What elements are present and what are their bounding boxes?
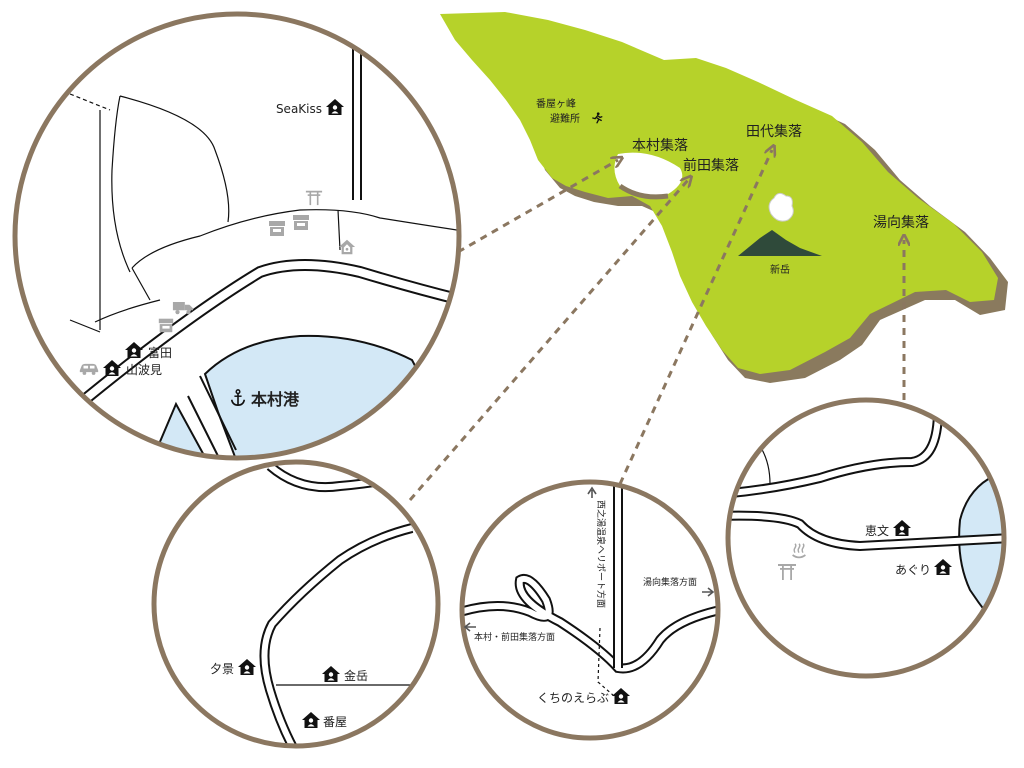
label-keibun[interactable]: 恵文 [865, 523, 889, 538]
shop-icon-3 [158, 318, 174, 333]
thin-roads [69, 95, 459, 333]
label-shelter-line2: 避難所 [550, 112, 580, 125]
leader-maeda [408, 180, 688, 501]
label-tomita[interactable]: 富田 [148, 345, 172, 360]
leader-heliport [618, 150, 772, 485]
island-map: 新岳 番屋ヶ峰 避難所 本村集落 前田集落 田代集落 湯向集落 [440, 12, 1008, 383]
yumuki-main-road-inner [728, 512, 1004, 550]
shop-icon-2 [293, 215, 309, 230]
circle-yumuki: 恵文 あぐり [725, 397, 1007, 679]
circle-heliport: 西之湯温泉ヘリポート方面 湯向集落方面 本村・前田集落方面 くちのえらぶ [459, 479, 721, 741]
island-land [440, 12, 998, 374]
label-village-yumuki[interactable]: 湯向集落 [873, 214, 929, 231]
label-banya[interactable]: 番屋 [323, 715, 347, 729]
arrow-up-icon [587, 486, 597, 498]
maeda-main-road-inner [261, 525, 413, 746]
label-kanedake[interactable]: 金岳 [344, 668, 368, 683]
island-bay [614, 152, 683, 195]
main-road-inner [57, 261, 459, 424]
heliport-road-inner [462, 576, 718, 672]
label-shelter-line1: 番屋ヶ峰 [536, 98, 576, 110]
label-yukage[interactable]: 夕景 [210, 662, 234, 676]
honmura-harbor-water [203, 334, 459, 458]
label-yamahami[interactable]: 山波見 [126, 363, 162, 377]
dashed-path [69, 93, 111, 111]
arrow-left-icon [463, 622, 476, 632]
label-direction-heliport[interactable]: 西之湯温泉ヘリポート方面 [595, 500, 607, 608]
label-port[interactable]: 本村港 [251, 390, 300, 409]
label-mountain: 新岳 [770, 263, 790, 276]
leader-honmura [457, 160, 618, 254]
port-road [187, 375, 237, 457]
label-village-honmura[interactable]: 本村集落 [632, 137, 688, 154]
label-direction-honmura-maeda[interactable]: 本村・前田集落方面 [474, 631, 555, 643]
label-kuchinoerabu[interactable]: くちのえらぶ [537, 691, 609, 705]
yumuki-top-road-inner [728, 409, 941, 497]
volcano-smoke [768, 192, 794, 222]
circle-maeda: 夕景 金岳 番屋 [151, 459, 441, 749]
label-village-tashiro[interactable]: 田代集落 [746, 123, 802, 140]
label-direction-yumuki[interactable]: 湯向集落方面 [643, 576, 697, 588]
label-village-maeda[interactable]: 前田集落 [683, 157, 739, 174]
label-seakiss[interactable]: SeaKiss [276, 102, 322, 116]
label-aguri[interactable]: あぐり [895, 563, 931, 577]
mountain-shinedake [738, 230, 822, 256]
leader-lines [408, 150, 904, 501]
arrow-right-icon [702, 587, 715, 597]
kuchinoerabu-dashed-path [597, 627, 615, 697]
island-bay-edge [618, 183, 669, 200]
shop-icon-1 [269, 221, 285, 236]
circle-honmura: SeaKiss 富田 山波見 本村港 [12, 11, 462, 461]
